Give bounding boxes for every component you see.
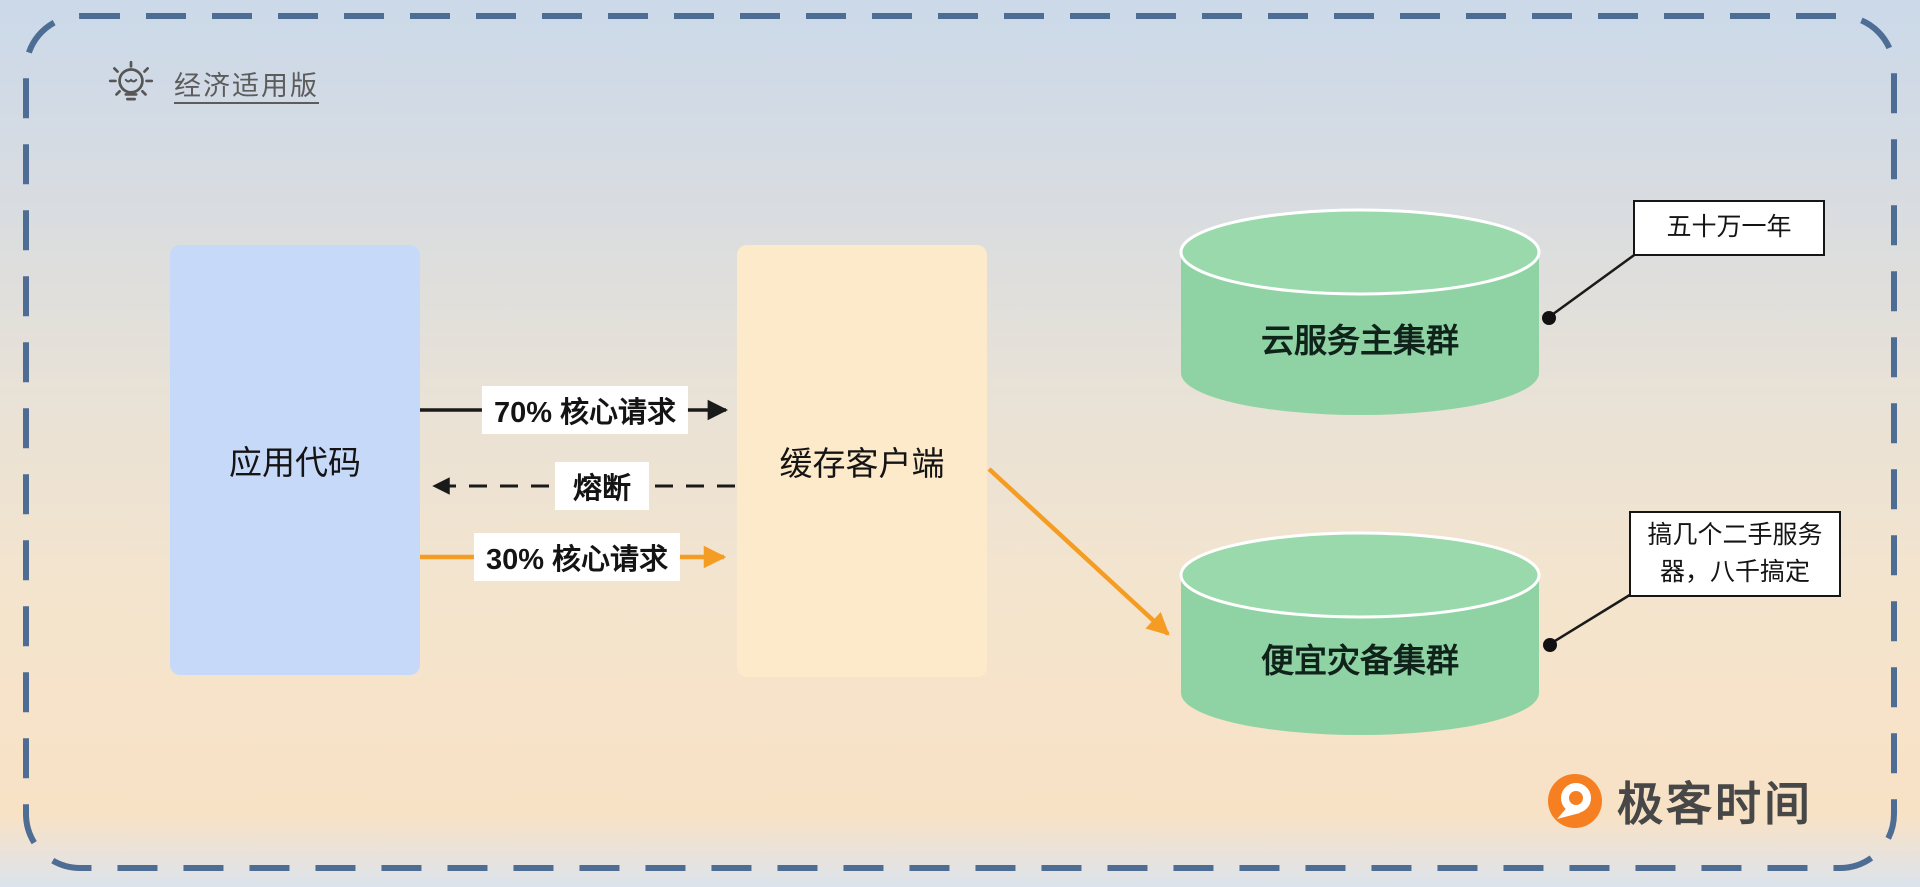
edition-label: 经济适用版 bbox=[174, 70, 319, 101]
node-cache-client: 缓存客户端 bbox=[737, 245, 987, 677]
logo-text: 极客时间 bbox=[1617, 778, 1813, 830]
lightbulb-icon bbox=[108, 60, 154, 101]
callout-backup-cluster-cost: 搞几个二手服务器，八千搞定 bbox=[1629, 511, 1841, 597]
edge-label-core-70: 70% 核心请求 bbox=[481, 386, 689, 434]
edition-badge: 经济适用版 bbox=[104, 56, 319, 110]
connector-main-cost-line bbox=[1548, 251, 1638, 319]
edge-label-core-30: 30% 核心请求 bbox=[473, 533, 681, 581]
node-app-code: 应用代码 bbox=[170, 245, 420, 675]
geekbang-logo-icon bbox=[1548, 774, 1602, 828]
node-cheap-backup-cluster-label: 便宜灾备集群 bbox=[1261, 642, 1459, 679]
logo: 极客时间 bbox=[1546, 768, 1813, 834]
callout-main-cluster-cost: 五十万一年 bbox=[1633, 200, 1825, 256]
node-cloud-main-cluster-label: 云服务主集群 bbox=[1261, 322, 1459, 359]
node-app-code-label: 应用代码 bbox=[229, 444, 361, 481]
connector-main-cost-dot bbox=[1542, 311, 1556, 325]
cylinder-cheap-backup bbox=[1179, 531, 1541, 735]
dashed-border bbox=[23, 13, 1897, 871]
connector-backup-cost-line bbox=[1549, 591, 1634, 646]
node-cache-client-label: 缓存客户端 bbox=[779, 445, 945, 482]
edge-label-fuse: 熔断 bbox=[554, 462, 650, 510]
cylinder-cloud-main bbox=[1179, 208, 1541, 415]
connector-backup-cost-dot bbox=[1543, 638, 1557, 652]
arrow-failover bbox=[987, 467, 1170, 636]
